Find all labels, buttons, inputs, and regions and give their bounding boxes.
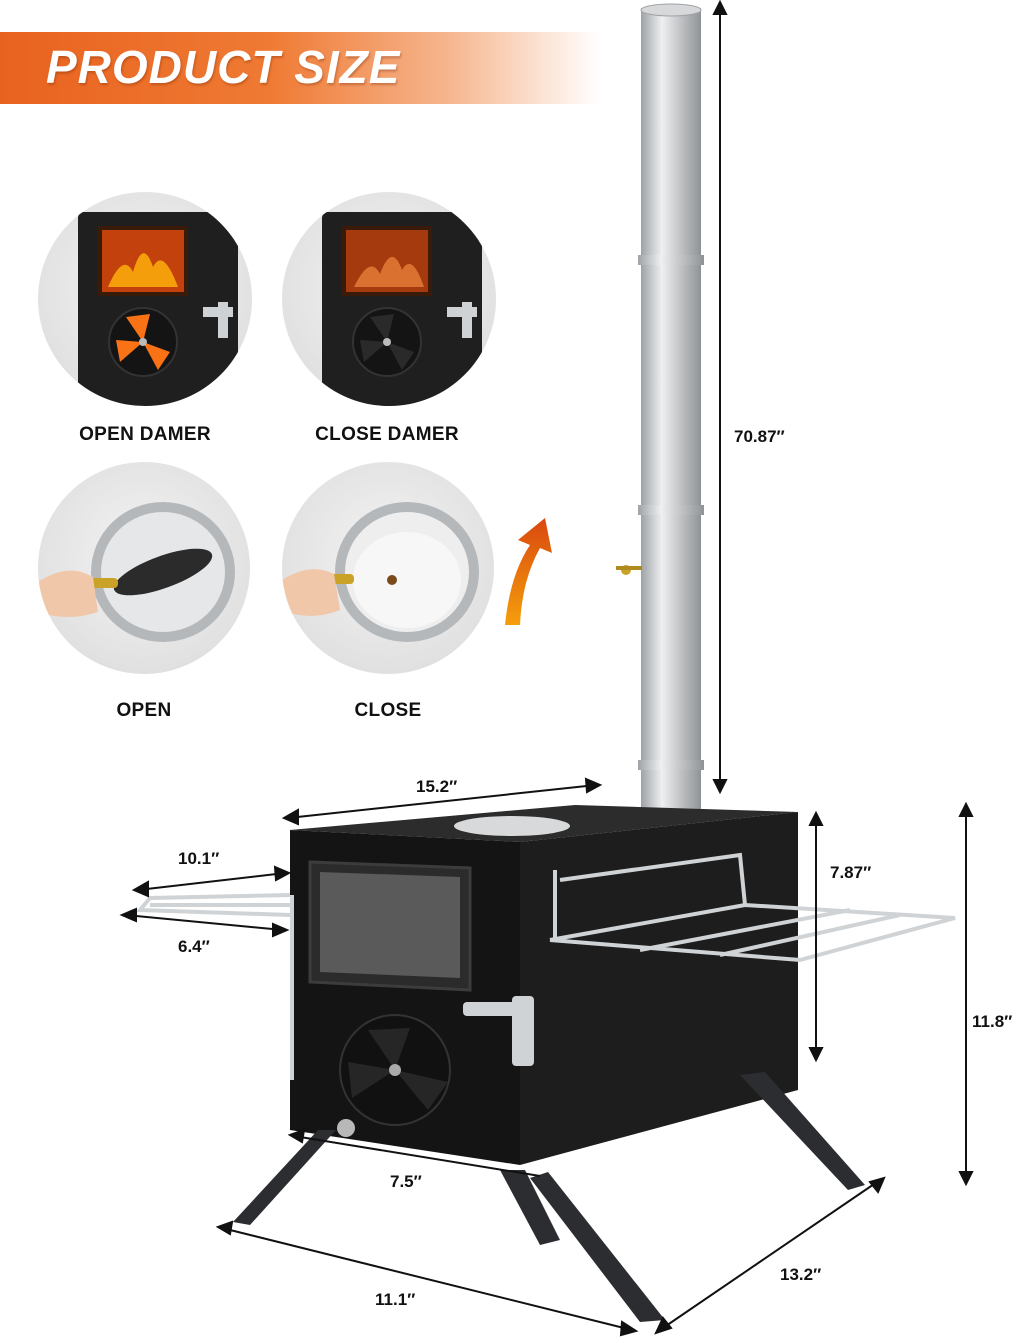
caption-open-damper: OPEN DAMER xyxy=(79,424,211,445)
stove-legs xyxy=(233,1072,865,1322)
stove-door-closed-damper-illustration xyxy=(322,212,482,406)
dim-chimney-height: 70.87″ xyxy=(734,427,785,446)
right-rack xyxy=(549,852,956,963)
dim-base-width: 11.1″ xyxy=(375,1290,416,1309)
caption-open: OPEN xyxy=(116,700,172,721)
pipe-valve-open-illustration xyxy=(38,502,235,642)
detail-open-damper xyxy=(38,192,252,406)
dim-left-rack-inner: 6.4″ xyxy=(178,937,210,956)
pipe-valve-closed-illustration xyxy=(282,502,479,642)
dim-right-rack-height: 7.87″ xyxy=(830,863,872,882)
dim-front-leg-span: 7.5″ xyxy=(390,1172,422,1191)
banner-background xyxy=(0,32,600,104)
dim-left-rack-outer: 10.1″ xyxy=(178,849,220,868)
direction-arrow-icon xyxy=(505,518,552,625)
stove-door-open-damper-illustration xyxy=(78,212,238,406)
chimney-pipe xyxy=(616,3,704,813)
caption-close-damper: CLOSE DAMER xyxy=(315,424,459,445)
detail-close-damper xyxy=(282,192,496,406)
caption-close: CLOSE xyxy=(354,700,422,721)
stove-body xyxy=(290,805,798,1165)
dim-top-width: 15.2″ xyxy=(416,777,458,796)
dim-base-depth: 13.2″ xyxy=(780,1265,822,1284)
banner-title: PRODUCT SIZE xyxy=(46,41,401,93)
detail-pipe-close xyxy=(282,462,494,674)
detail-pipe-open xyxy=(38,462,250,674)
left-rack xyxy=(135,893,294,1080)
dim-body-height: 11.8″ xyxy=(972,1012,1013,1031)
